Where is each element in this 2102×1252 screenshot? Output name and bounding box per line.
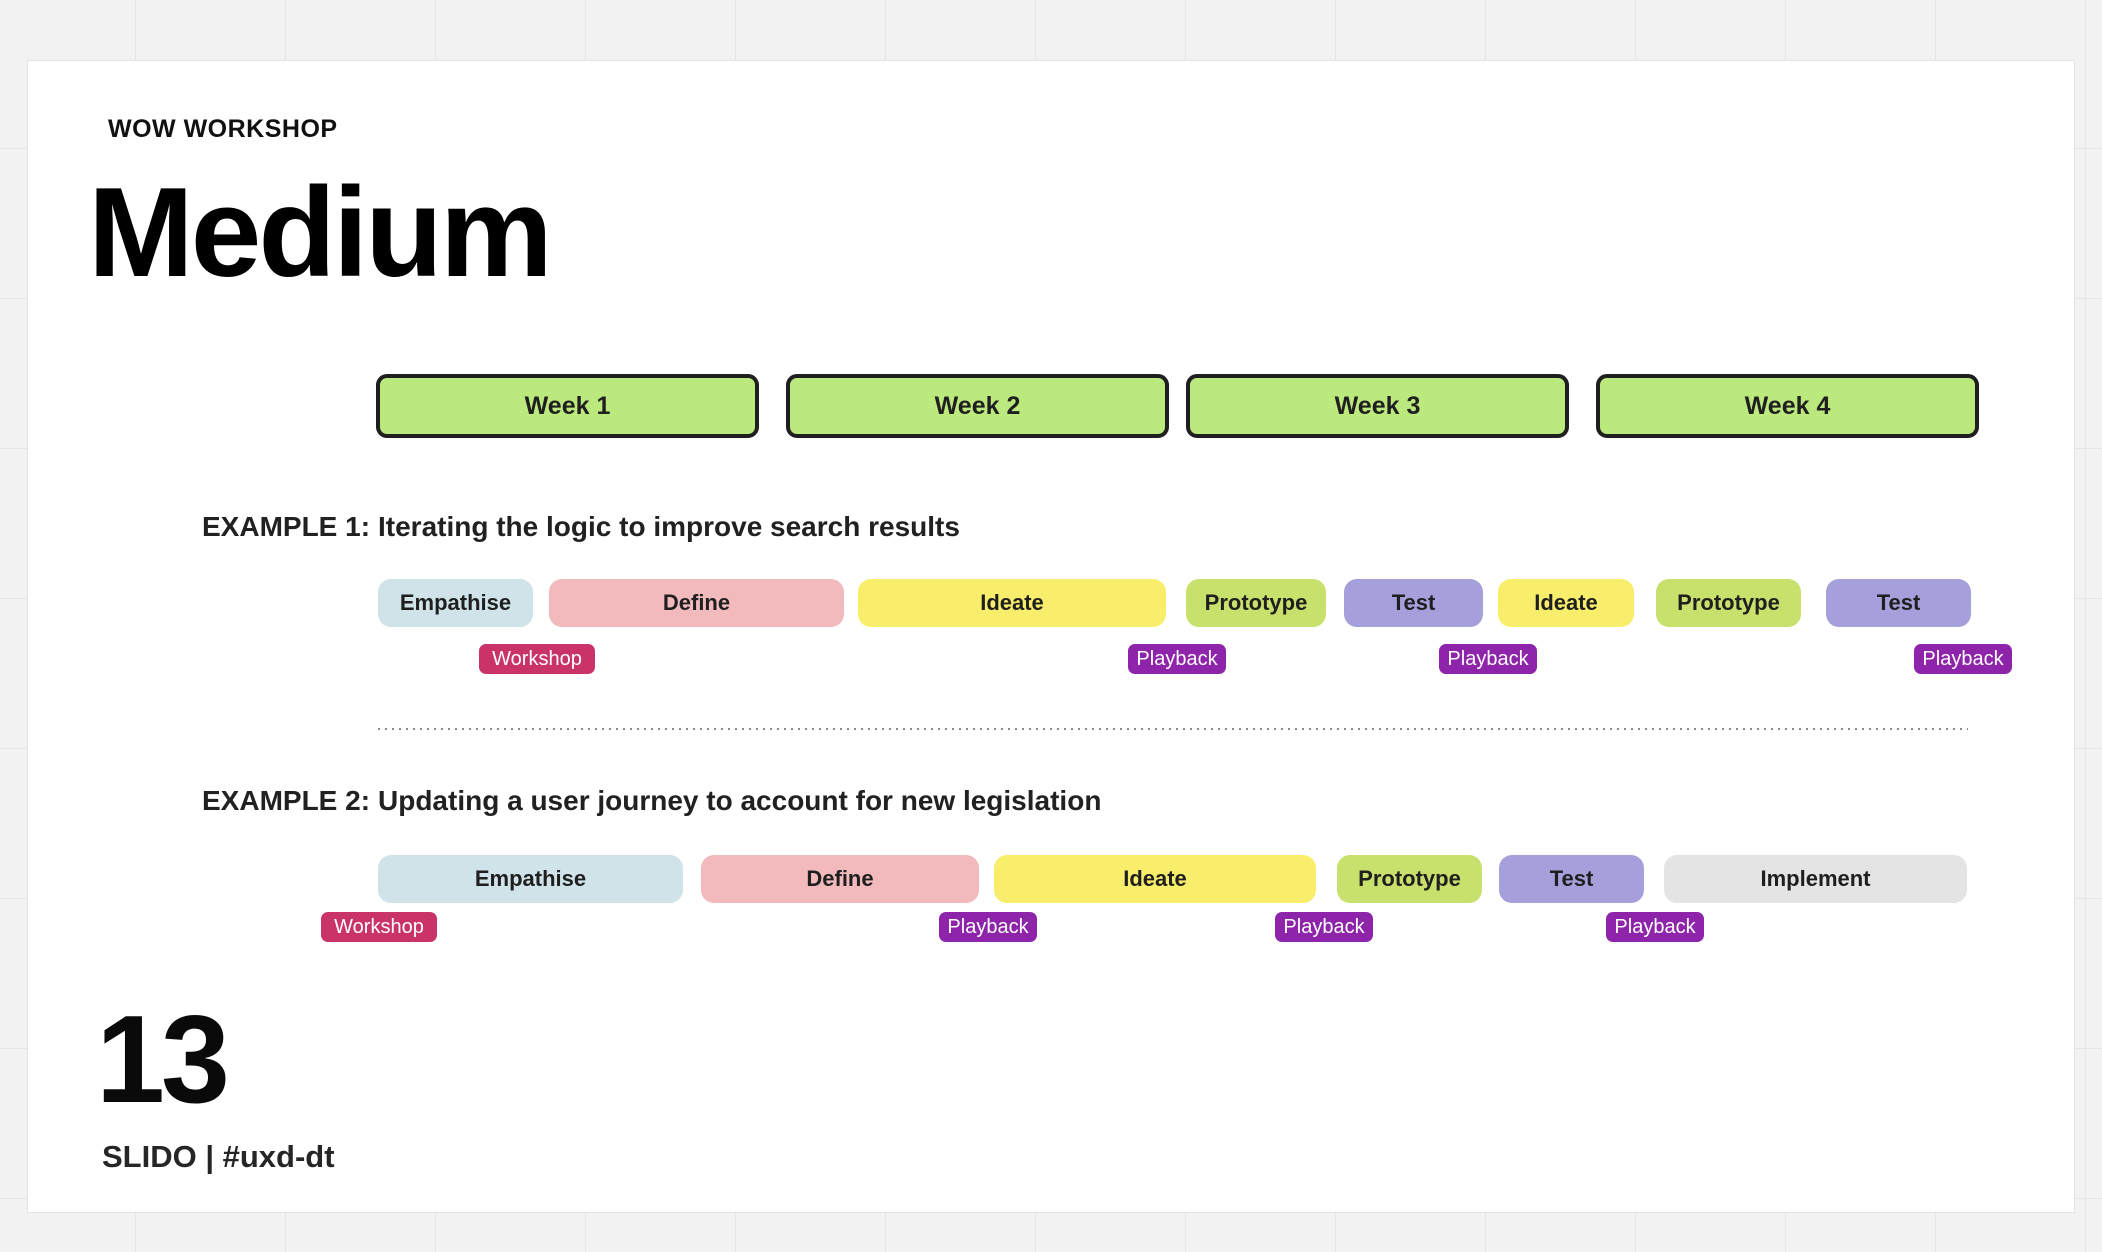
badge-workshop[interactable]: Workshop: [321, 912, 437, 942]
badge-workshop[interactable]: Workshop: [479, 644, 595, 674]
phase-chip-prototype[interactable]: Prototype: [1186, 579, 1326, 627]
phase-chip-test[interactable]: Test: [1826, 579, 1971, 627]
slide-title: Medium: [88, 161, 553, 303]
phase-chip-define[interactable]: Define: [549, 579, 844, 627]
phase-chip-ideate[interactable]: Ideate: [858, 579, 1166, 627]
week-1-shape[interactable]: Week 1: [376, 374, 759, 438]
dotted-divider: [378, 728, 1968, 730]
example-1-label: EXAMPLE 1:: [202, 511, 371, 542]
badge-playback[interactable]: Playback: [939, 912, 1037, 942]
phase-chip-define[interactable]: Define: [701, 855, 979, 903]
page-number: 13: [96, 991, 230, 1129]
badge-playback[interactable]: Playback: [1128, 644, 1226, 674]
phase-chip-test[interactable]: Test: [1344, 579, 1483, 627]
badge-playback[interactable]: Playback: [1914, 644, 2012, 674]
phase-chip-test[interactable]: Test: [1499, 855, 1644, 903]
phase-chip-empathise[interactable]: Empathise: [378, 855, 683, 903]
badge-playback[interactable]: Playback: [1439, 644, 1537, 674]
phase-chip-implement[interactable]: Implement: [1664, 855, 1967, 903]
week-3-shape[interactable]: Week 3: [1186, 374, 1569, 438]
week-2-shape[interactable]: Week 2: [786, 374, 1169, 438]
phase-chip-prototype[interactable]: Prototype: [1337, 855, 1482, 903]
slido-footer: SLIDO | #uxd-dt: [102, 1139, 335, 1174]
badge-playback[interactable]: Playback: [1606, 912, 1704, 942]
phase-chip-prototype[interactable]: Prototype: [1656, 579, 1801, 627]
badge-playback[interactable]: Playback: [1275, 912, 1373, 942]
phase-chip-empathise[interactable]: Empathise: [378, 579, 533, 627]
phase-chip-ideate[interactable]: Ideate: [1498, 579, 1634, 627]
example-2-title: Updating a user journey to account for n…: [378, 785, 1102, 816]
example-2-label: EXAMPLE 2:: [202, 785, 371, 816]
slide-frame: WOW WORKSHOP Medium Week 1 Week 2 Week 3…: [27, 60, 2075, 1213]
phase-chip-ideate[interactable]: Ideate: [994, 855, 1316, 903]
slide-kicker: WOW WORKSHOP: [108, 115, 338, 143]
week-4-shape[interactable]: Week 4: [1596, 374, 1979, 438]
example-1-title: Iterating the logic to improve search re…: [378, 511, 960, 542]
